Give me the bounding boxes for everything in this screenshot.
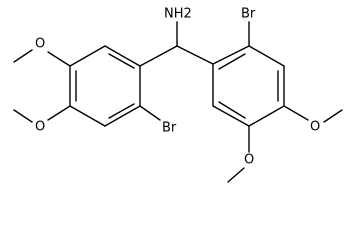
bromo-left-label: Br bbox=[162, 121, 177, 136]
substituent-bonds bbox=[13, 21, 343, 183]
atom-labels: NH2 Br Br O O O O bbox=[35, 7, 320, 168]
methoxy-oxygen-right-upper: O bbox=[310, 120, 320, 135]
methoxy-oxygen-left-lower: O bbox=[35, 120, 45, 135]
central-linkage bbox=[139, 21, 214, 67]
left-benzene-ring bbox=[69, 45, 141, 127]
amine-label: NH2 bbox=[164, 7, 192, 22]
methoxy-oxygen-right-lower: O bbox=[244, 153, 254, 168]
right-benzene-ring bbox=[212, 45, 285, 127]
methoxy-oxygen-left-upper: O bbox=[35, 37, 45, 52]
bromo-right-label: Br bbox=[241, 7, 256, 22]
chemical-structure: NH2 Br Br O O O O bbox=[13, 7, 343, 183]
